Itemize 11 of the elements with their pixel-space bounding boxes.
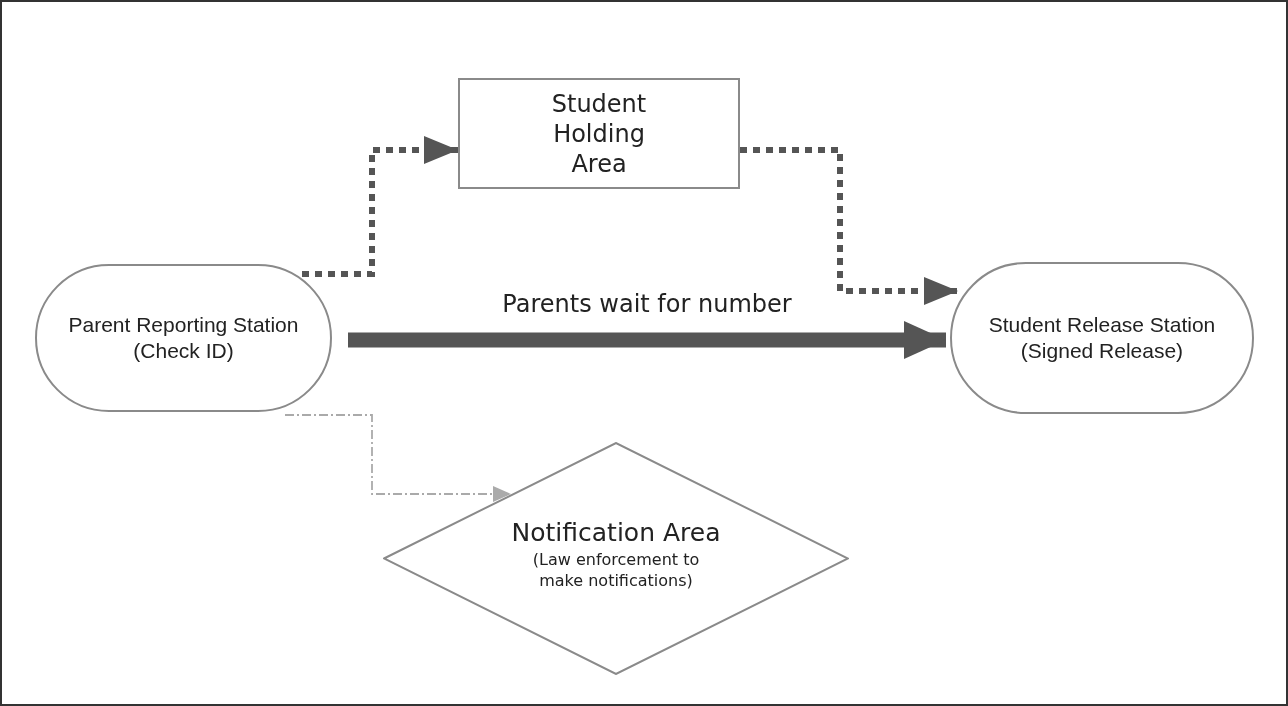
arrow [348, 321, 946, 359]
process-box [458, 78, 740, 189]
node-label: Parent Reporting Station (Check ID) [67, 311, 300, 364]
node-label: Notification Area [511, 517, 721, 550]
node-label: Student Holding Area [550, 88, 648, 179]
arrow [284, 414, 512, 502]
arrow [302, 136, 458, 277]
node-label: Student Release Station (Signed Release) [987, 311, 1217, 364]
arrow [740, 147, 958, 305]
node-description: (Law enforcement to make notifications) [531, 550, 701, 592]
decision-diamond [383, 442, 849, 675]
